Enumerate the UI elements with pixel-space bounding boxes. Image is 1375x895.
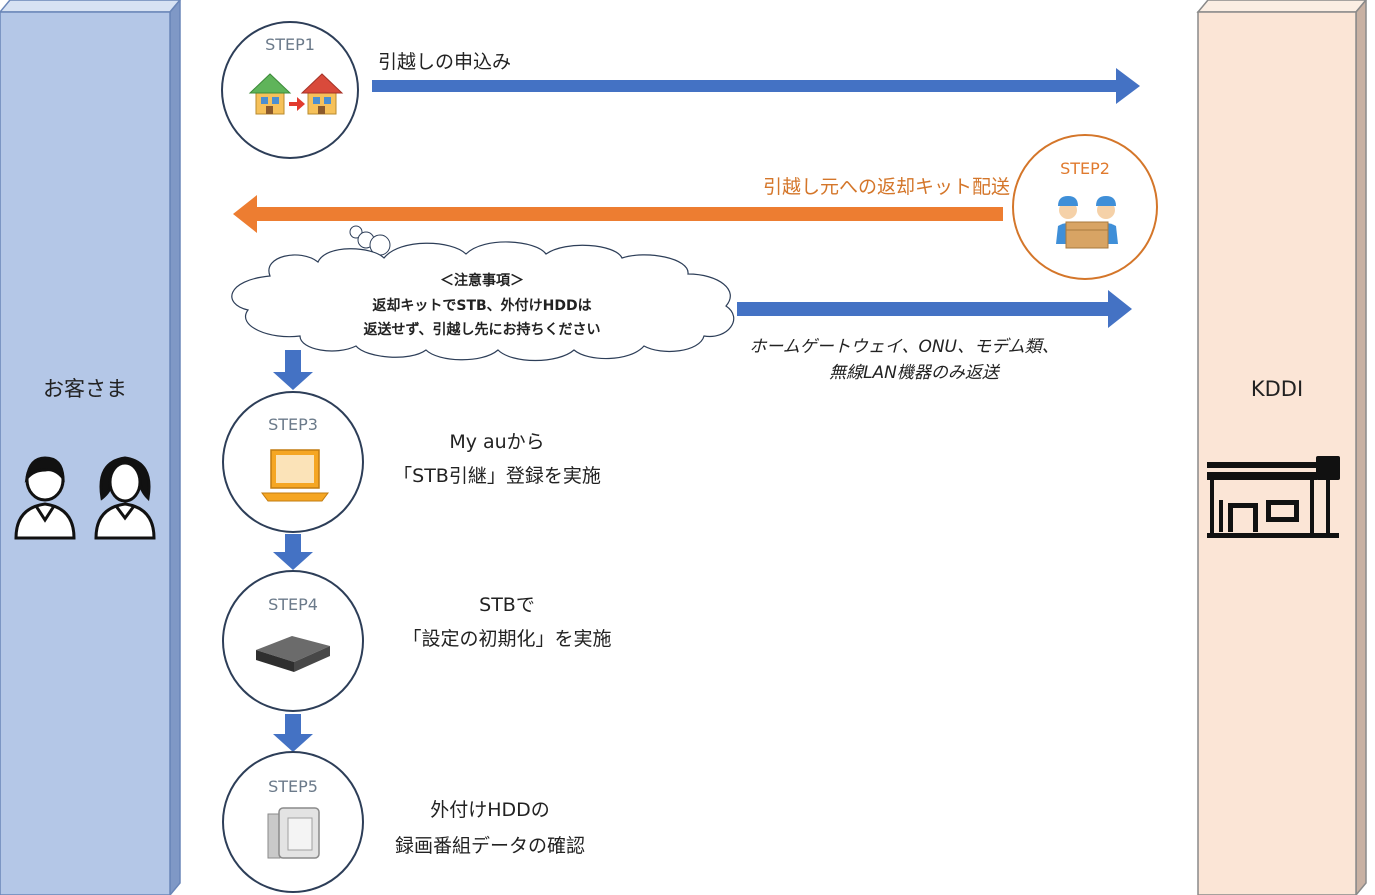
step3-text-line2: 「STB引継」登録を実施 [393,465,601,487]
note-cloud [231,225,735,362]
step5-label: STEP5 [268,777,318,796]
stb-box-icon [256,636,330,672]
note-line1: 返却キットでSTB、外付けHDDは [372,297,591,314]
return-items-line1: ホームゲートウェイ、ONU、モデム類、 [749,337,1058,357]
house-move-icon [248,73,344,115]
down-arrow-to-step3 [273,350,313,390]
return-items-line2: 無線LAN機器のみ返送 [829,363,1001,383]
step1-circle [221,21,359,159]
step1-arrow [372,68,1140,104]
step2-label: STEP2 [1060,159,1110,178]
step4-text-line2: 「設定の初期化」を実施 [402,628,611,650]
step5-text-line1: 外付けHDDの [430,799,550,821]
shop-icon [1207,456,1340,538]
return-arrow [737,290,1132,328]
kddi-pillar [1196,0,1367,895]
step4-label: STEP4 [268,595,318,614]
step2-text: 引越し元への返却キット配送 [763,176,1010,198]
step2-arrow [233,195,1003,233]
note-line2: 返送せず、引越し先にお持ちください [363,321,600,338]
delivery-staff-icon [1056,196,1118,249]
note-title: ＜注意事項＞ [440,272,524,289]
step2-circle [1012,134,1158,280]
step1-text: 引越しの申込み [378,51,511,73]
customers-icon [14,456,156,540]
step4-text-line1: STBで [479,594,535,616]
laptop-icon [261,449,329,502]
down-arrow-to-step4 [273,534,313,570]
customer-label: お客さま [43,377,127,401]
down-arrow-to-step5 [273,714,313,752]
kddi-label: KDDI [1251,377,1303,401]
step3-label: STEP3 [268,415,318,434]
step5-text-line2: 録画番組データの確認 [395,835,585,857]
customer-pillar [0,0,181,895]
step1-label: STEP1 [265,35,315,54]
step3-text-line1: My auから [449,431,544,453]
hdd-icon [267,807,320,859]
